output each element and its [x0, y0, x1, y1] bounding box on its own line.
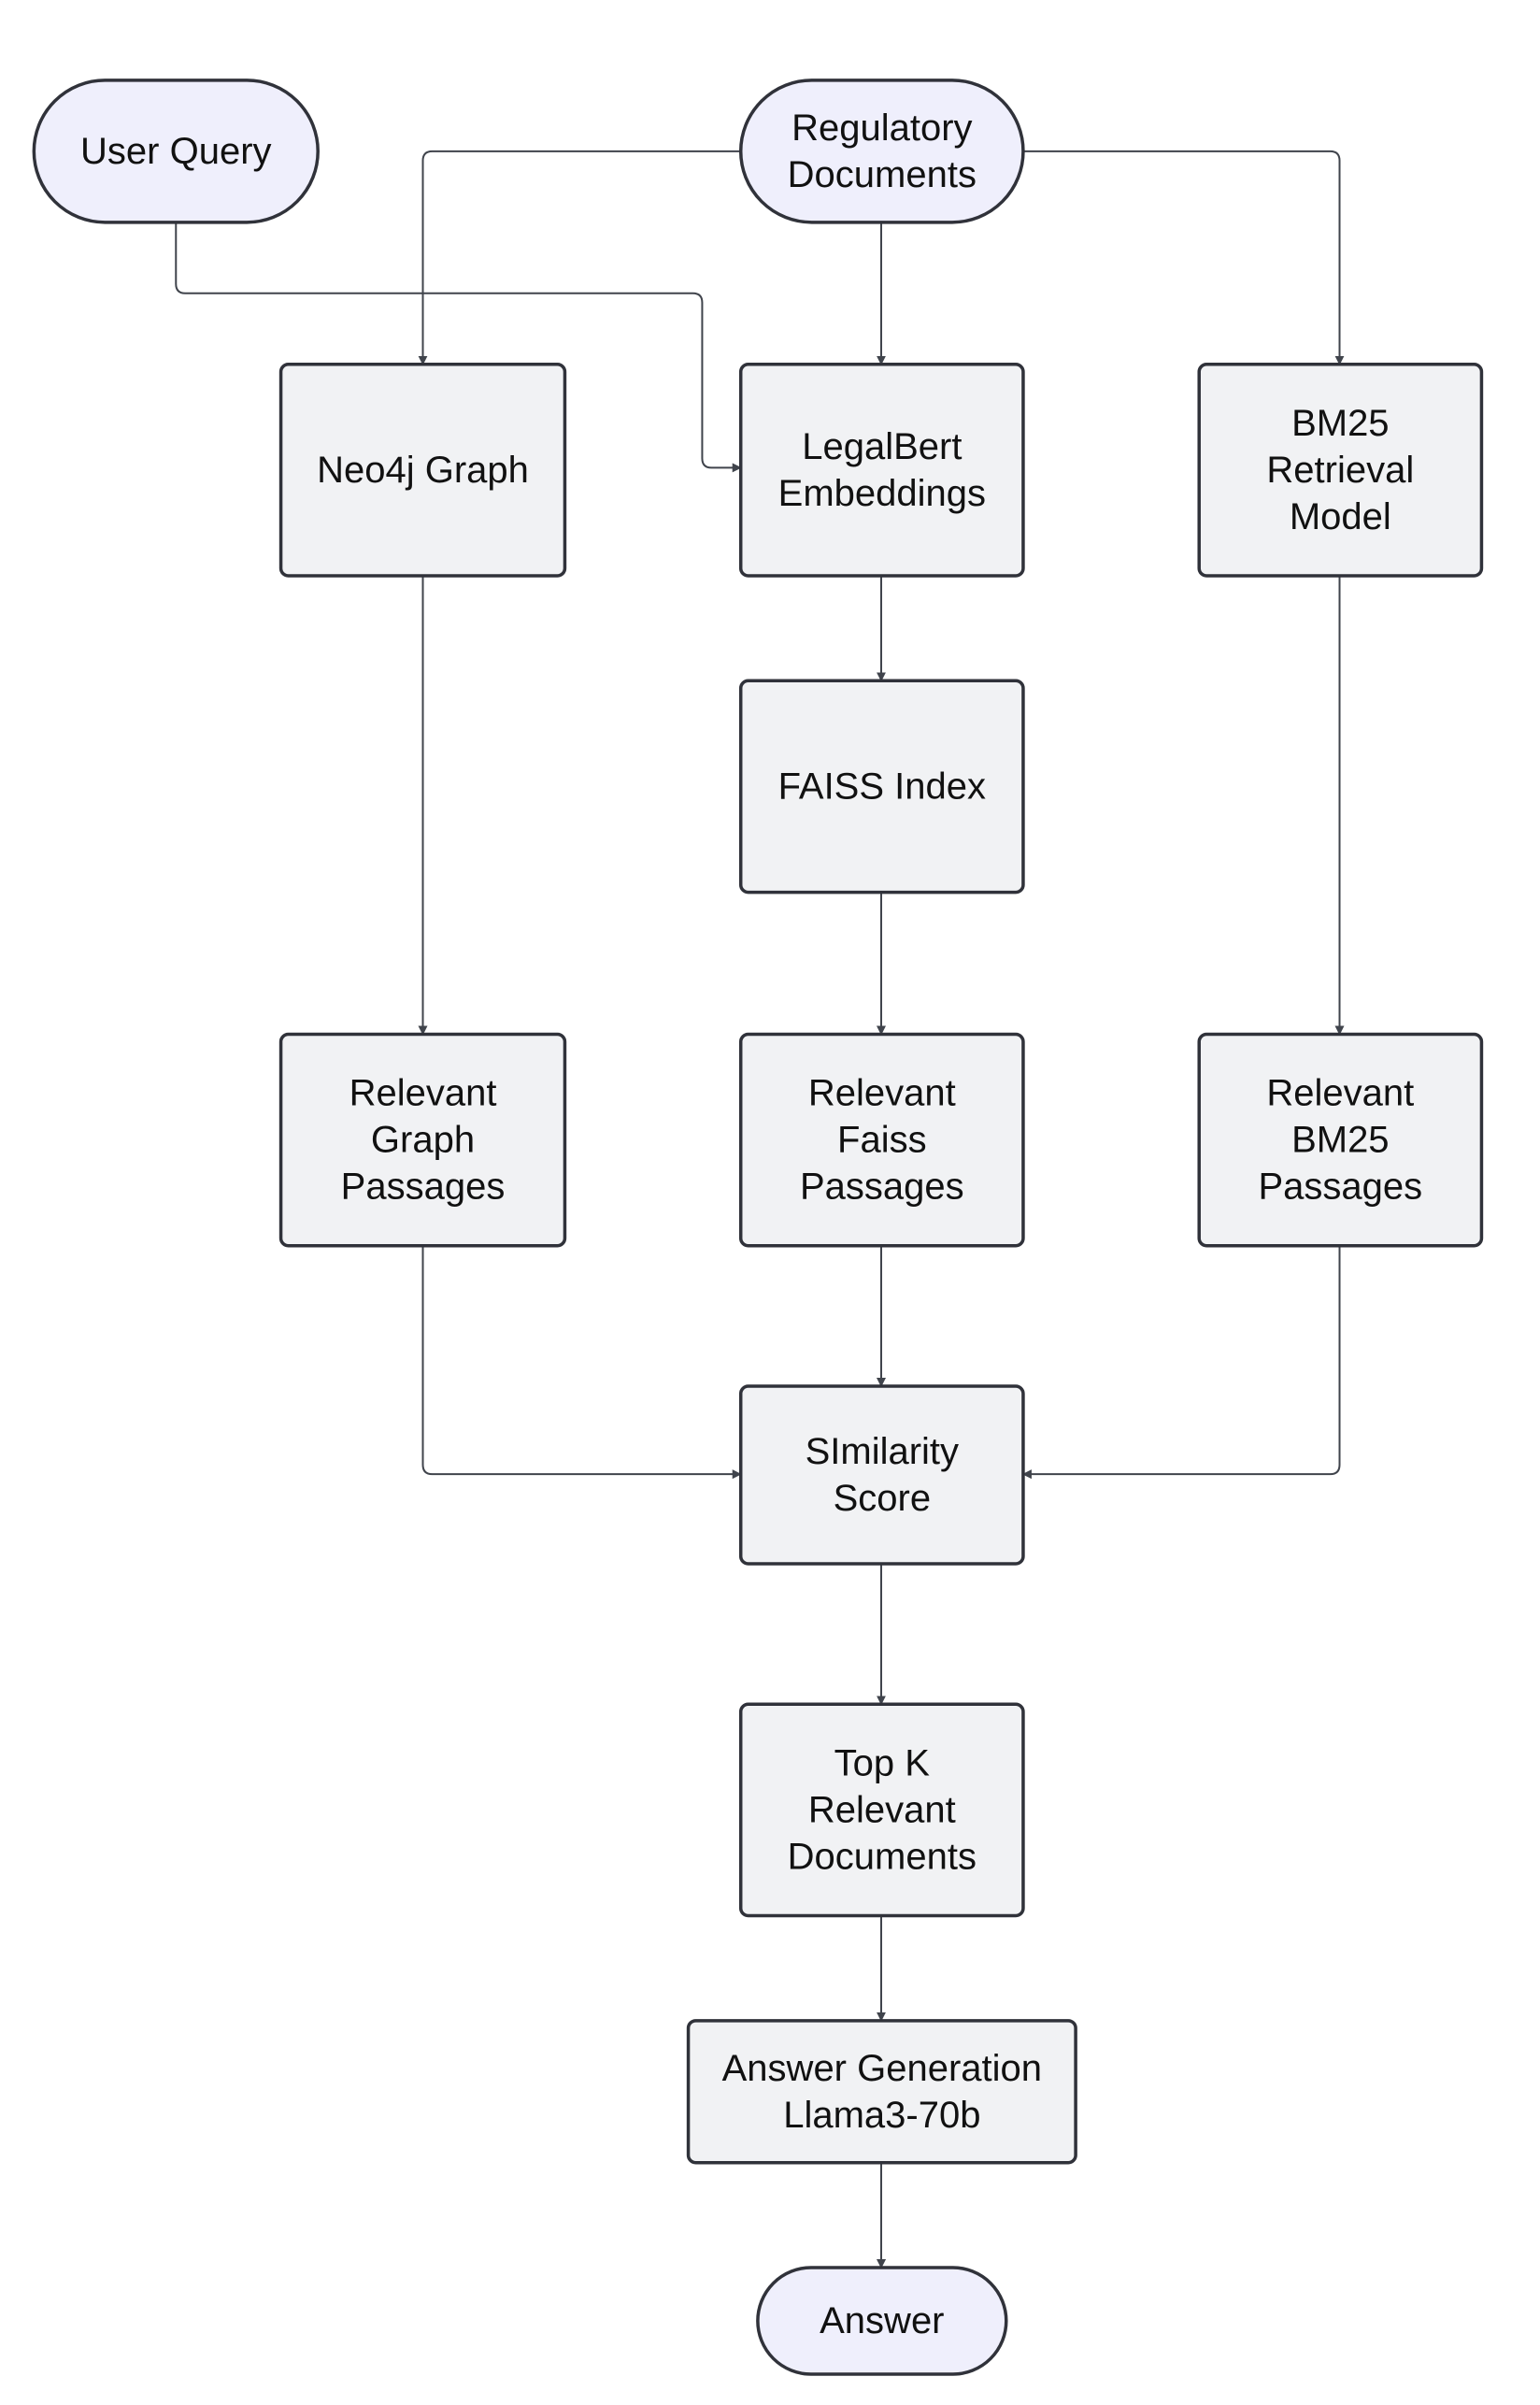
node-label-neo4j-graph: Neo4j Graph — [317, 450, 529, 491]
node-shape-user-query — [32, 79, 320, 224]
node-label-line: Relevant — [1266, 1073, 1414, 1114]
node-label-line: Documents — [788, 1836, 977, 1877]
node-answer: Answer — [756, 2266, 1008, 2376]
node-label-line: SImilarity — [806, 1431, 959, 1472]
node-shape-answer — [756, 2266, 1008, 2376]
node-label-line: Top K — [834, 1742, 931, 1783]
node-label-line: Relevant — [808, 1073, 956, 1114]
node-label-line: Relevant — [349, 1073, 497, 1114]
node-shape-top-k-relevant-documents — [738, 1702, 1025, 1918]
node-label-line: Passages — [800, 1167, 964, 1208]
node-shape-relevant-graph-passages — [278, 1032, 567, 1248]
node-label-line: Llama3-70b — [783, 2095, 980, 2136]
node-label-line: Passages — [1258, 1167, 1422, 1208]
node-shape-answer-generation — [686, 2019, 1077, 2165]
node-shape-bm25-retrieval-model — [1197, 363, 1484, 578]
node-label-line: User Query — [80, 131, 272, 172]
node-shape-faiss-index — [738, 679, 1025, 895]
node-label-line: BM25 — [1291, 1120, 1390, 1161]
edge-relevant-graph-passages-to-similarity-score — [421, 1245, 742, 1480]
node-label-line: Passages — [341, 1167, 506, 1208]
node-label-user-query: User Query — [80, 131, 272, 172]
node-label-line: Embeddings — [778, 473, 986, 514]
node-label-line: Graph — [371, 1120, 475, 1161]
node-label-line: LegalBert — [802, 426, 962, 467]
node-label-line: Regulatory — [791, 107, 972, 149]
node-label-answer: Answer — [820, 2300, 944, 2341]
node-label-line: BM25 — [1291, 403, 1390, 444]
node-shape-relevant-faiss-passages — [738, 1032, 1025, 1248]
edge-user-query-to-legalbert-embeddings — [175, 222, 742, 473]
node-shape-similarity-score — [738, 1384, 1025, 1566]
edge-regulatory-documents-to-neo4j-graph — [418, 150, 741, 365]
node-user-query: User Query — [32, 79, 320, 224]
node-label-line: FAISS Index — [778, 766, 986, 807]
node-label-line: Relevant — [808, 1789, 956, 1830]
edge-regulatory-documents-to-bm25-retrieval-model — [1022, 150, 1345, 365]
node-label-faiss-index: FAISS Index — [778, 766, 986, 807]
node-shape-relevant-bm25-passages — [1197, 1032, 1484, 1248]
node-label-line: Model — [1290, 496, 1391, 537]
node-label-line: Documents — [788, 154, 977, 195]
node-label-line: Answer — [820, 2300, 944, 2341]
node-shape-regulatory-documents — [738, 79, 1025, 224]
node-label-line: Answer Generation — [722, 2048, 1042, 2089]
node-label-line: Faiss — [837, 1120, 927, 1161]
node-shape-neo4j-graph — [278, 363, 567, 578]
edges — [175, 150, 1345, 2269]
edge-relevant-bm25-passages-to-similarity-score — [1021, 1245, 1341, 1480]
node-neo4j-graph: Neo4j Graph — [278, 363, 567, 578]
node-faiss-index: FAISS Index — [738, 679, 1025, 895]
node-label-line: Score — [834, 1478, 932, 1519]
node-shape-legalbert-embeddings — [738, 363, 1025, 578]
node-label-line: Neo4j Graph — [317, 450, 529, 491]
node-label-line: Retrieval — [1266, 450, 1414, 491]
